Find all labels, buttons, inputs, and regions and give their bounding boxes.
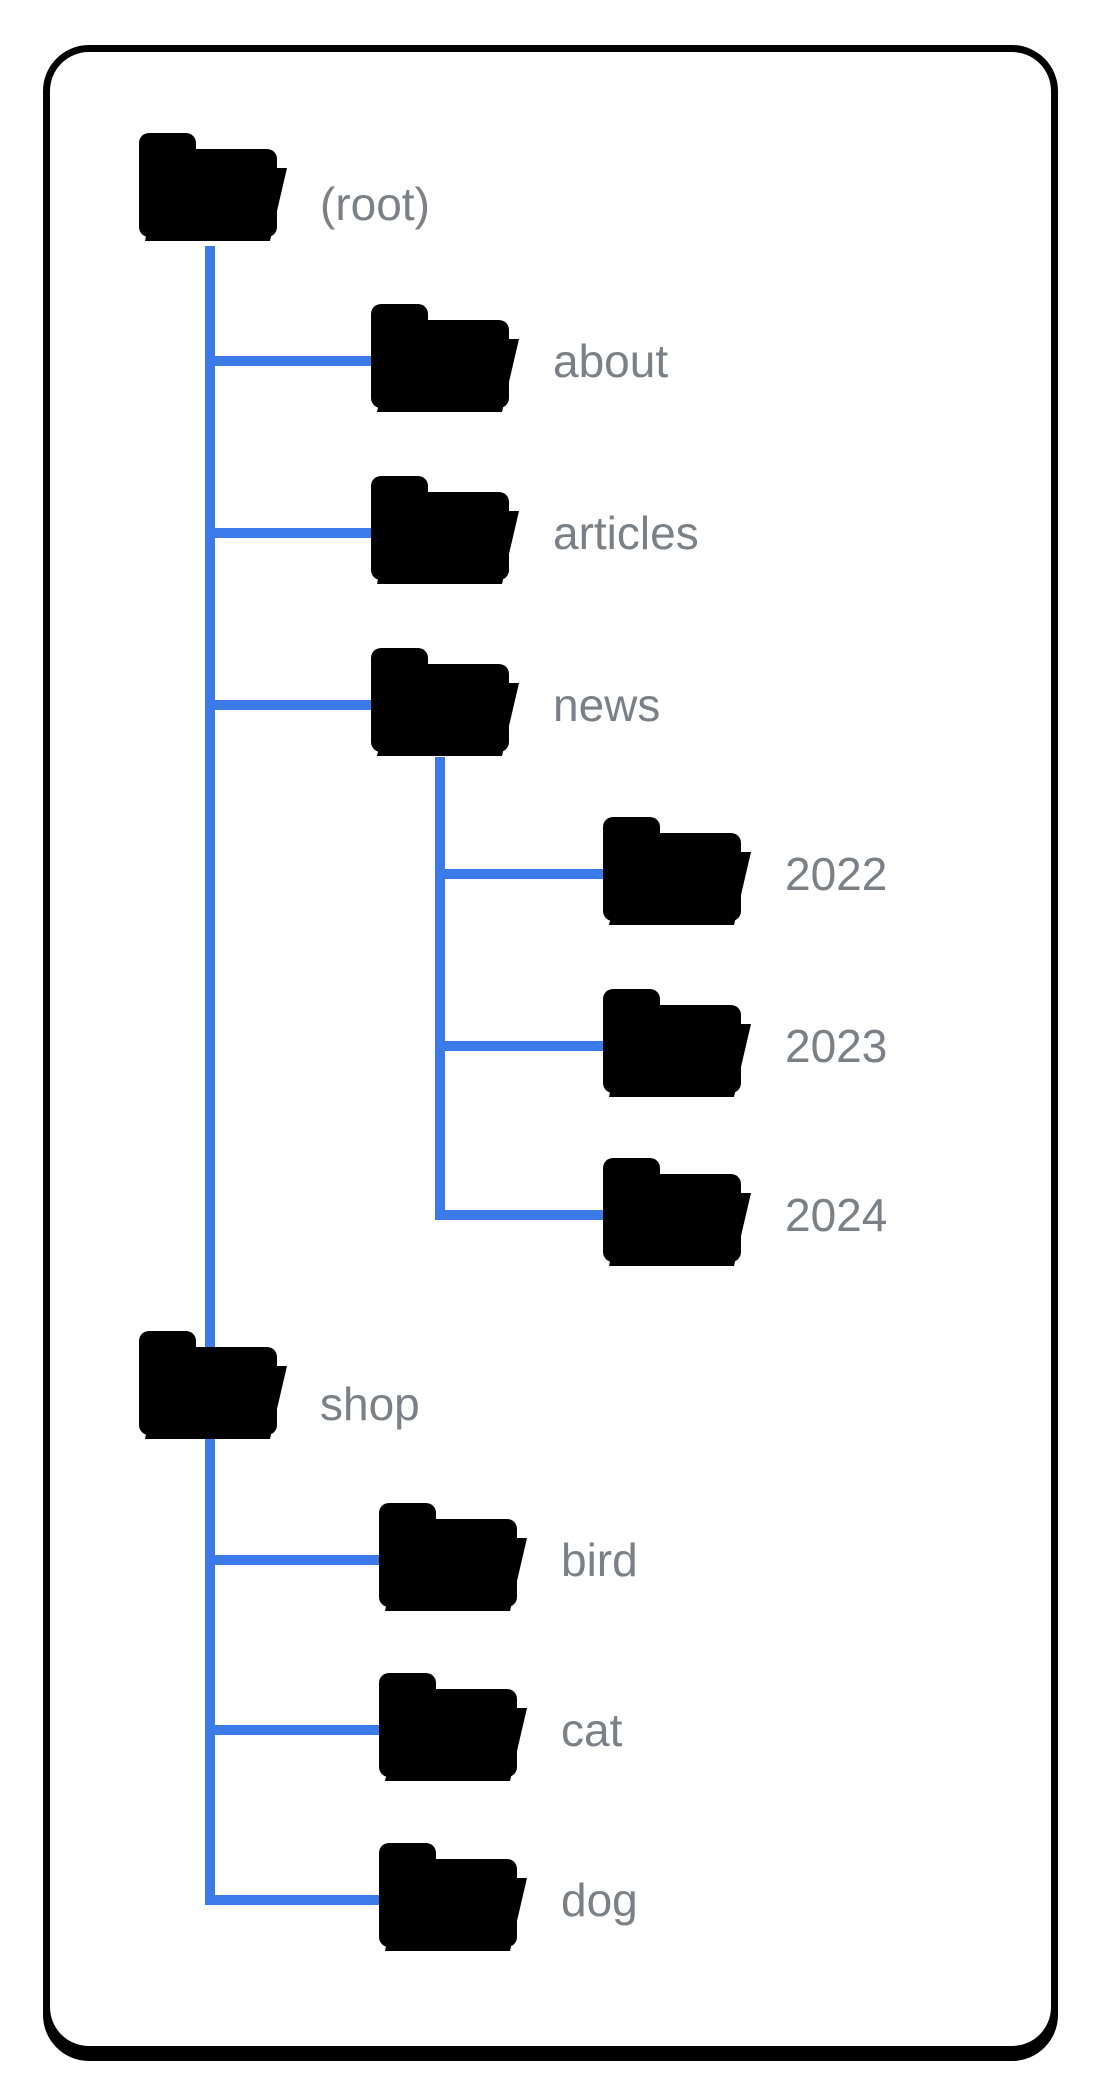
folder-label-bird: bird [561,1534,638,1586]
connector-trunk-root-to-dog [205,246,382,1905]
folder-label-dog: dog [561,1874,638,1926]
folder-icon-bird [379,1503,527,1611]
folder-icon-shop [139,1331,287,1439]
folder-label-articles: articles [553,507,699,559]
folder-label-root: (root) [320,178,430,230]
folder-icon-about [371,304,519,412]
folder-icon-cat [379,1673,527,1781]
folder-icon-2023 [603,989,751,1097]
folder-icon-news [371,648,519,756]
folder-icon-articles [371,476,519,584]
connector-trunk-news-to-2024 [435,757,606,1220]
folder-label-2024: 2024 [785,1189,888,1241]
folder-icon-2024 [603,1158,751,1266]
folder-icon-2022 [603,817,751,925]
folder-label-news: news [553,679,661,731]
folder-label-shop: shop [320,1378,420,1430]
folder-icon-root [139,133,287,241]
folder-label-2023: 2023 [785,1020,888,1072]
folder-label-about: about [553,335,669,387]
folder-label-2022: 2022 [785,848,888,900]
folder-label-cat: cat [561,1704,623,1756]
folder-icon-dog [379,1843,527,1951]
